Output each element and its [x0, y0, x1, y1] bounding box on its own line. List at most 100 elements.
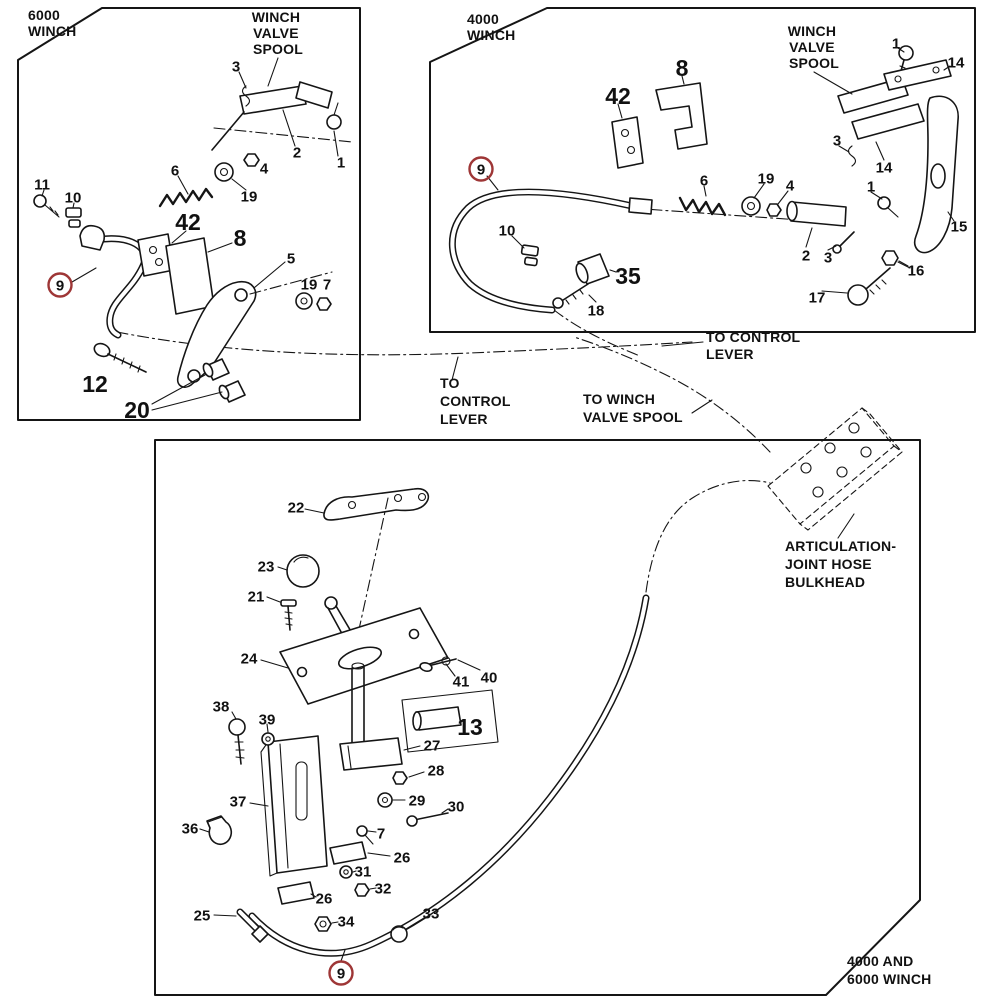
svg-text:26: 26 [316, 891, 333, 908]
part-callout-18: 18 [588, 303, 605, 320]
svg-text:1: 1 [867, 179, 875, 196]
part-callout-1: 1 [337, 155, 345, 172]
part-callout-21: 21 [248, 589, 265, 606]
svg-text:11: 11 [34, 177, 50, 194]
fitting-16 [881, 250, 899, 266]
svg-text:8: 8 [676, 55, 689, 81]
svg-text:18: 18 [588, 303, 605, 320]
svg-text:27: 27 [424, 738, 441, 755]
part-callout-2: 2 [802, 248, 810, 265]
svg-text:36: 36 [182, 821, 199, 838]
screw-3b-4000 [832, 244, 842, 254]
part-callout-11: 11 [34, 177, 50, 194]
svg-text:38: 38 [213, 699, 230, 716]
bolt-38 [228, 718, 246, 736]
svg-text:41: 41 [453, 674, 470, 691]
washer-19b-6000 [295, 292, 313, 310]
washer-31 [339, 865, 353, 879]
svg-text:19: 19 [758, 171, 775, 188]
nut-7-6000 [316, 297, 332, 311]
nut-4-4000 [766, 203, 782, 217]
svg-text:32: 32 [375, 881, 392, 898]
part-callout-25: 25 [194, 908, 211, 925]
svg-text:9: 9 [477, 162, 485, 179]
hook-3-4000 [847, 145, 857, 167]
nut-28 [392, 771, 408, 785]
lever-plate-5 [176, 280, 257, 388]
part-callout-8: 8 [676, 55, 689, 81]
bolt-30 [406, 815, 418, 827]
assembly-6000 [33, 57, 353, 411]
svg-text:9: 9 [56, 278, 64, 295]
label-to-control-lever-left: TO CONTROL LEVER [440, 375, 514, 427]
svg-text:8: 8 [234, 225, 247, 251]
hose-9-4000 [449, 188, 636, 314]
svg-text:17: 17 [809, 290, 826, 307]
spring-6-6000 [158, 187, 214, 208]
pin-13 [415, 706, 462, 731]
washer-19-4000 [741, 196, 761, 216]
part-callout-29: 29 [409, 793, 426, 810]
part-callout-27: 27 [424, 738, 441, 755]
screw-12 [93, 342, 111, 358]
svg-text:14: 14 [948, 55, 965, 72]
part-callout-6: 6 [171, 163, 179, 180]
label-to-control-lever-right: TO CONTROL LEVER [706, 329, 804, 362]
leader-lines-4000 [486, 47, 955, 303]
panel-lower-outline [154, 439, 921, 996]
nut-4-6000 [243, 153, 260, 167]
svg-text:1: 1 [892, 36, 900, 53]
washer-39 [261, 732, 275, 746]
svg-text:40: 40 [481, 670, 498, 687]
part-callout-41: 41 [453, 674, 470, 691]
svg-text:29: 29 [409, 793, 426, 810]
svg-text:7: 7 [377, 826, 385, 843]
svg-text:21: 21 [248, 589, 265, 606]
svg-text:3: 3 [833, 133, 841, 150]
label-winch-valve-spool-6000: WINCH VALVE SPOOL [252, 9, 305, 57]
part-callout-1: 1 [892, 36, 900, 53]
part-callout-20: 20 [124, 397, 150, 423]
leader-lines-lower [199, 508, 481, 962]
svg-text:42: 42 [175, 209, 201, 235]
bolt-17 [847, 284, 869, 306]
svg-text:19: 19 [301, 277, 318, 294]
part-callout-32: 32 [375, 881, 392, 898]
part-callout-19: 19 [758, 171, 775, 188]
hose-9-lower [248, 594, 650, 957]
svg-text:6: 6 [700, 173, 708, 190]
clamp-10-4000 [520, 244, 540, 257]
screw-7-lower [356, 825, 368, 837]
part-callout-22: 22 [288, 500, 305, 517]
assembly-lower [199, 487, 499, 962]
part-callout-3: 3 [232, 59, 240, 76]
svg-text:12: 12 [82, 371, 108, 397]
part-callout-14: 14 [948, 55, 965, 72]
part-callout-7: 7 [377, 826, 385, 843]
spool-plate-b [851, 103, 925, 140]
box-13 [401, 689, 499, 753]
part-callout-26: 26 [316, 891, 333, 908]
svg-text:1: 1 [337, 155, 345, 172]
part-callout-42: 42 [175, 209, 201, 235]
cylinder-2-4000 [790, 201, 847, 227]
part-callout-39: 39 [259, 712, 276, 729]
label-6000-winch: 6000 WINCH [28, 7, 76, 39]
plate-26a [329, 841, 367, 865]
label-to-winch-valve-spool: TO WINCH VALVE SPOOL [583, 391, 683, 425]
hose-fitting-4000 [628, 197, 653, 215]
hose-9-6000 [92, 235, 149, 339]
plate-26b [277, 881, 315, 905]
svg-text:4: 4 [260, 161, 269, 178]
plug-33 [390, 925, 408, 943]
bolt-1b [877, 196, 891, 210]
hose-ref-callout-9: 9 [468, 156, 494, 182]
strap-22 [323, 487, 430, 521]
part-callout-7: 7 [323, 277, 331, 294]
part-callout-16: 16 [908, 263, 925, 280]
hook-3-6000 [241, 85, 251, 107]
part-callout-13: 13 [457, 714, 483, 740]
svg-text:3: 3 [232, 59, 240, 76]
svg-text:7: 7 [323, 277, 331, 294]
part-callout-15: 15 [951, 219, 968, 236]
